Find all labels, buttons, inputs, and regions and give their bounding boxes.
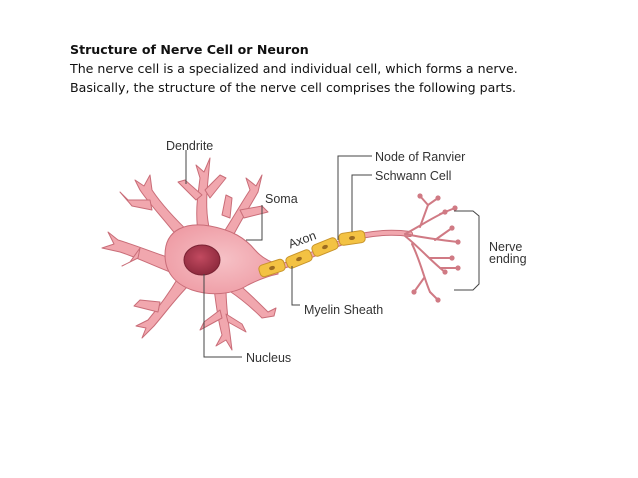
myelin-sheath-label: Myelin Sheath	[304, 303, 383, 317]
soma-leader	[246, 205, 263, 241]
nucleus-shape	[183, 244, 221, 276]
dendrites	[101, 157, 277, 351]
soma-body	[164, 224, 279, 295]
paragraph-line-2: Basically, the structure of the nerve ce…	[70, 80, 517, 95]
nerve-ending-bracket	[454, 210, 480, 291]
myelin-sheath-segments	[258, 230, 366, 278]
nucleus-leader	[203, 274, 242, 358]
description-text: Structure of Nerve Cell or Neuron The ne…	[70, 40, 630, 97]
schwann-cell-label: Schwann Cell	[375, 169, 451, 183]
leader-lines	[185, 150, 480, 358]
nucleus-label: Nucleus	[246, 351, 291, 365]
nerve-ending-label-line2: ending	[489, 252, 527, 266]
nerve-ending-branches	[404, 195, 459, 301]
nerve-ending-bulbs	[411, 193, 461, 303]
soma-label: Soma	[265, 192, 298, 206]
node-of-ranvier-leader	[337, 155, 372, 240]
paragraph-line-1: The nerve cell is a specialized and indi…	[70, 61, 518, 76]
dendrite-label: Dendrite	[166, 139, 213, 153]
myelin-sheath-leader	[291, 266, 300, 306]
schwann-cell-leader	[351, 174, 372, 232]
node-of-ranvier-label: Node of Ranvier	[375, 150, 465, 164]
heading: Structure of Nerve Cell or Neuron	[70, 42, 309, 57]
nerve-ending-label-line1: Nerve	[489, 240, 522, 254]
